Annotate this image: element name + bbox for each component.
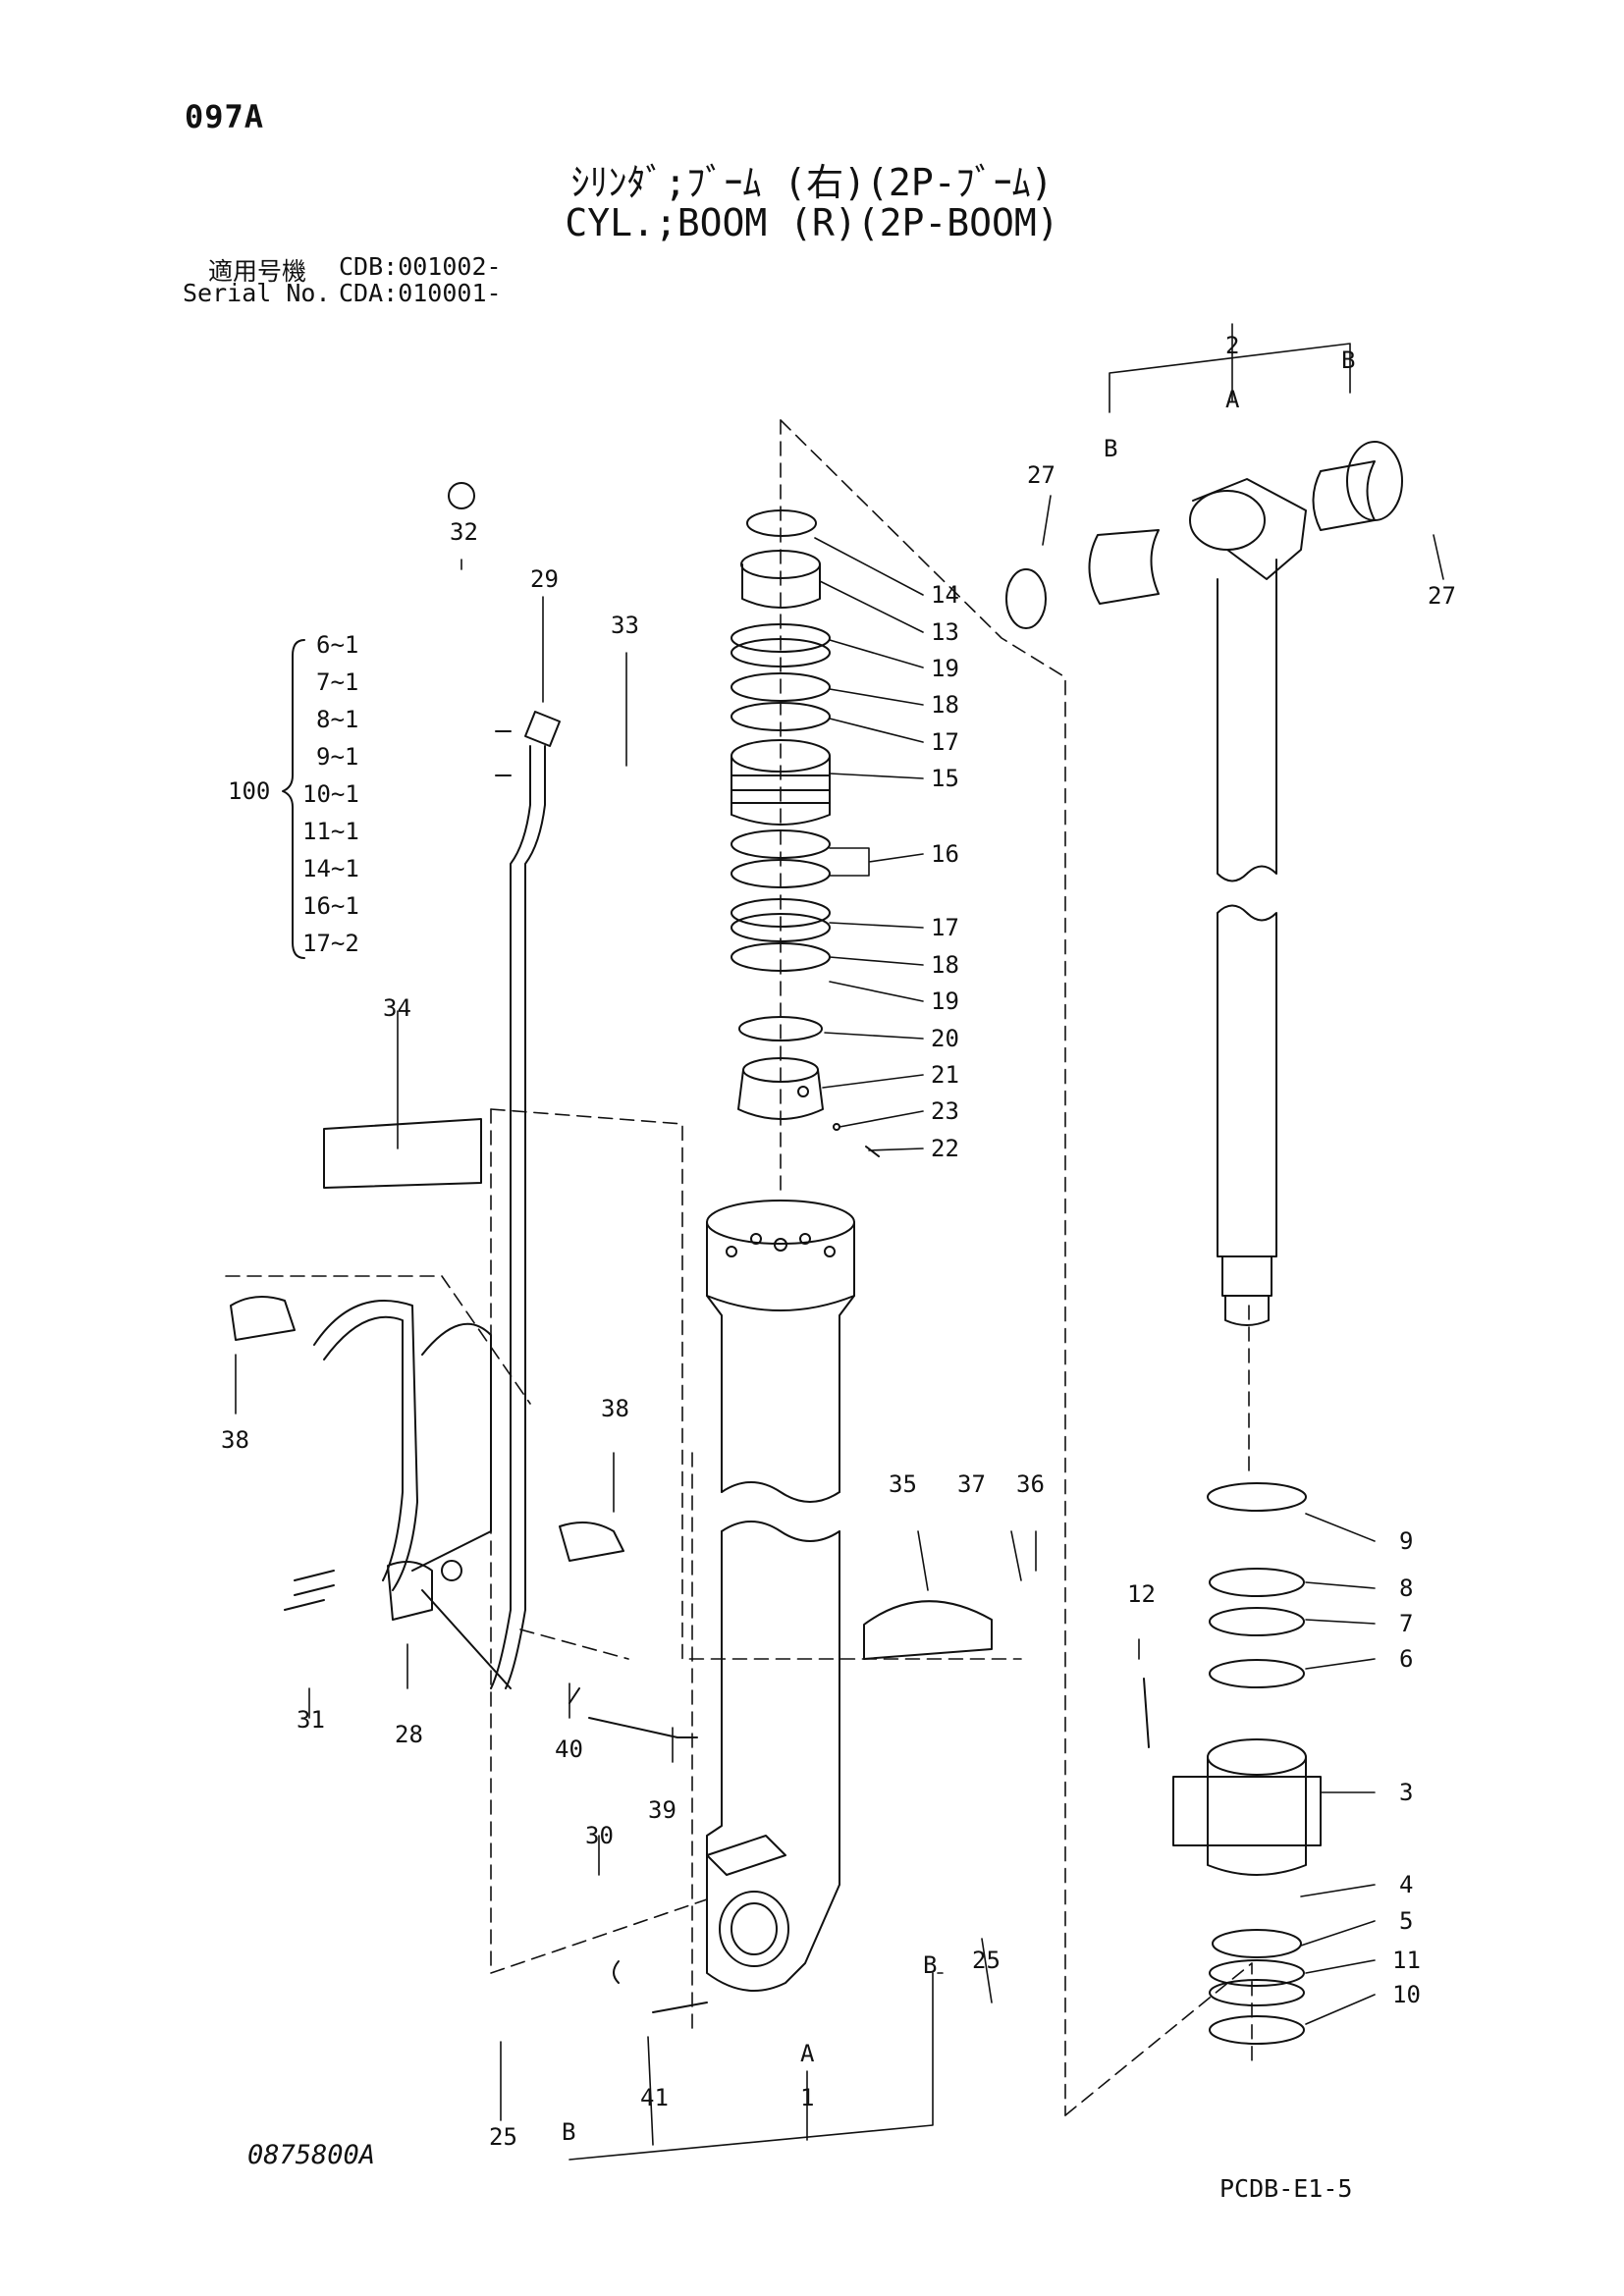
kit-brace [282,639,305,959]
piston-rod [1005,441,1403,1326]
diagram-title-japanese: ｼﾘﾝﾀﾞ;ﾌﾞｰﾑ (右)(2P-ﾌﾞｰﾑ) [570,161,1054,204]
callout-36: 36 [1016,1470,1045,1498]
callout-39: 39 [648,1796,677,1824]
callout-30: 30 [585,1822,614,1849]
kit-item-3: 8~1 [316,706,358,733]
serial-label-english: Serial No. [183,279,331,307]
serial-range-cda: CDA:010001- [339,279,502,307]
callout-27: 27 [1428,582,1456,610]
callout-12: 12 [1127,1580,1156,1608]
letter-b: B [1104,435,1117,462]
kit-number: 100 [228,777,270,805]
callout-29: 29 [530,565,559,593]
callout-34: 34 [383,994,411,1022]
letter-b: B [923,1951,937,1979]
callout-13: 13 [931,618,959,646]
callout-1: 1 [800,2084,814,2111]
rod-head-assembly [1143,1482,1322,2045]
callout-leader-lines [235,495,1444,2146]
callout-17: 17 [931,914,959,941]
hydraulic-piping [294,482,561,1689]
callout-4: 4 [1399,1871,1413,1898]
callout-18: 18 [931,951,959,979]
callout-19: 19 [931,655,959,682]
kit-item-1: 6~1 [316,631,358,659]
letter-b: B [562,2118,575,2146]
callout-22: 22 [931,1135,959,1162]
page-number: 097A [185,98,265,135]
kit-item-2: 7~1 [316,668,358,696]
callout-3: 3 [1399,1779,1413,1806]
brackets-and-clamps [230,1118,993,2013]
callout-38: 38 [601,1395,629,1422]
diagram-title-english: CYL.;BOOM (R)(2P-BOOM) [565,201,1059,244]
piston-seal-stack [731,509,880,1157]
callout-19: 19 [931,988,959,1015]
callout-5: 5 [1399,1907,1413,1935]
sheet-code: PCDB-E1-5 [1219,2174,1353,2203]
callout-8: 8 [1399,1575,1413,1602]
callout-16: 16 [931,840,959,868]
callout-37: 37 [957,1470,986,1498]
callout-41: 41 [640,2084,669,2111]
letter-a: A [800,2040,815,2067]
callout-9: 9 [1399,1527,1413,1555]
kit-item-7: 14~1 [302,855,359,882]
callout-27: 27 [1027,461,1056,489]
serial-range-cdb: CDB:001002- [339,252,502,281]
letter-a: A [1225,386,1240,413]
assembly-guide-lines [225,419,1253,2116]
callout-23: 23 [931,1097,959,1125]
callout-18: 18 [931,691,959,719]
callout-31: 31 [297,1706,325,1734]
callout-labels: 14 13 19 18 17 15 16 17 18 19 20 21 23 2… [221,332,1456,2151]
kit-item-8: 16~1 [302,892,359,920]
callout-38: 38 [221,1426,249,1454]
callout-14: 14 [931,581,959,609]
assembly-brackets [568,323,1351,2161]
callout-7: 7 [1399,1610,1413,1637]
callout-10: 10 [1392,1981,1421,2008]
letter-b: B [1341,347,1355,374]
callout-35: 35 [889,1470,917,1498]
callout-25: 25 [972,1947,1001,1974]
callout-6: 6 [1399,1645,1413,1673]
kit-item-9: 17~2 [302,930,359,957]
callout-15: 15 [931,765,959,792]
callout-28: 28 [395,1721,423,1748]
callout-2: 2 [1225,332,1239,359]
callout-21: 21 [931,1061,959,1089]
cylinder-tube [706,1200,855,1992]
callout-40: 40 [555,1735,583,1763]
callout-33: 33 [611,612,639,639]
callout-32: 32 [450,518,478,546]
callout-17: 17 [931,728,959,756]
kit-item-6: 11~1 [302,818,359,845]
kit-item-5: 10~1 [302,780,359,808]
kit-item-4: 9~1 [316,743,358,771]
callout-25: 25 [489,2123,517,2151]
callout-11: 11 [1392,1947,1421,1974]
serial-label-japanese: 適用号機 [208,257,307,286]
callout-20: 20 [931,1025,959,1052]
drawing-code: 0875800A [247,2140,376,2170]
